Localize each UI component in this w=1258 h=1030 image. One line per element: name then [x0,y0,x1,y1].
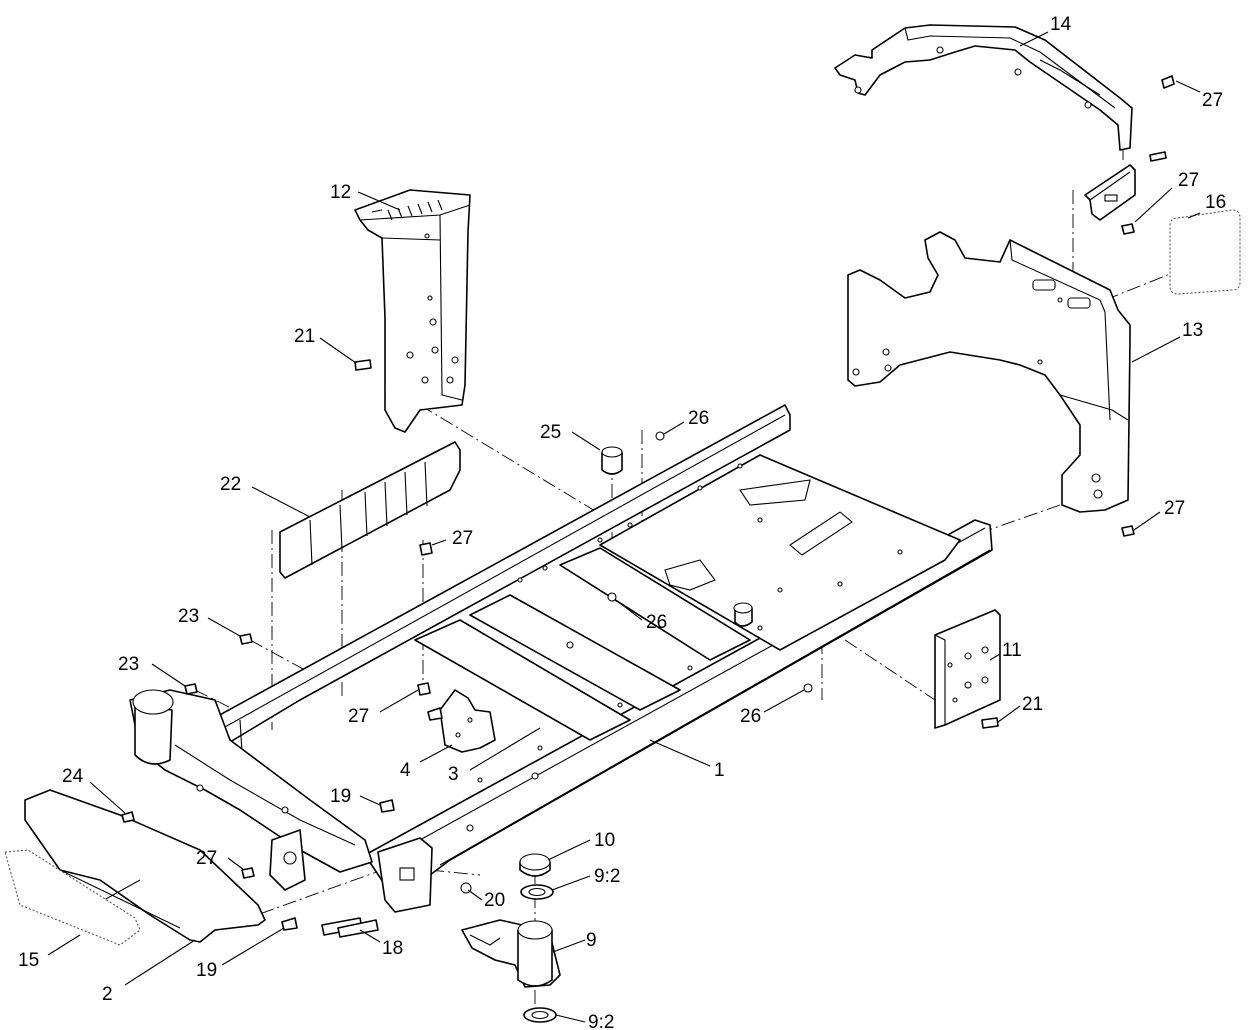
callout-26-b: 26 [646,612,667,633]
callout-12: 12 [330,182,351,203]
part-1-main-frame [129,404,993,913]
leader-lines [47,31,1201,1023]
part-9-caster-fork [461,919,561,988]
part-15-decal [4,849,141,946]
callout-13: 13 [1182,320,1203,341]
part-16-decal [1169,209,1241,295]
callout-10: 10 [594,830,615,851]
callout-21-b: 21 [1022,694,1043,715]
callout-24: 24 [62,766,84,787]
callout-27-a: 27 [1202,90,1223,111]
callout-27-f: 27 [196,848,217,869]
callout-26-a: 26 [688,408,709,429]
callout-14: 14 [1050,14,1072,35]
callout-27-c: 27 [1164,498,1185,519]
part-9-2-bearing-upper [520,884,554,900]
callout-23-b: 23 [118,654,139,675]
callout-9-2-b: 9:2 [588,1012,614,1030]
part-4-bracket [439,689,496,753]
part-12-upright-bracket [354,189,471,433]
part-22-shield [279,441,461,579]
callout-labels: 14 27 27 16 13 27 12 21 22 25 26 27 26 2… [18,14,1226,1030]
part-9-2-bearing-lower [523,1007,557,1023]
fasteners [121,75,1175,938]
callout-2: 2 [102,984,113,1005]
part-13-side-panel [847,231,1131,513]
callout-23-a: 23 [178,606,199,627]
callout-11: 11 [1002,640,1022,661]
callout-21-a: 21 [294,326,315,347]
callout-16: 16 [1205,192,1226,213]
callout-4: 4 [400,760,411,781]
callout-1: 1 [714,760,725,781]
callout-9: 9 [586,930,597,951]
callout-18: 18 [382,938,403,959]
callout-27-b: 27 [1178,170,1199,191]
part-10-cap [519,853,551,877]
callout-26-c: 26 [740,706,761,727]
part-2-front-shroud [24,789,266,943]
part-11-rear-plate [934,609,1001,729]
part-25-bumper [601,446,623,475]
callout-15: 15 [18,950,39,971]
callout-3: 3 [448,764,459,785]
part-14-upper-bracket [834,24,1133,151]
callout-25: 25 [540,422,561,443]
callout-19-a: 19 [330,786,351,807]
callout-9-2-a: 9:2 [594,866,620,887]
callout-27-e: 27 [348,706,369,727]
part-14-lower-clip [1084,164,1136,221]
callout-19-b: 19 [196,960,217,981]
callout-27-d: 27 [452,528,473,549]
callout-20: 20 [484,890,505,911]
callout-22: 22 [220,474,241,495]
